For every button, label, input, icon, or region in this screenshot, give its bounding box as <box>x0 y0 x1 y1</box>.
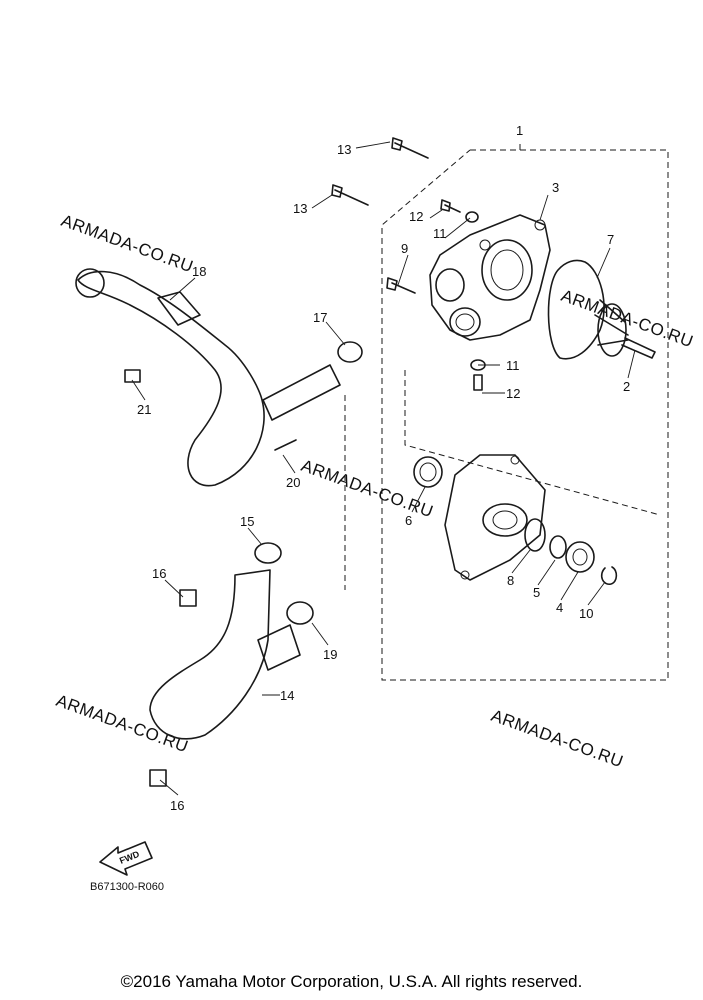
callout-14: 14 <box>280 688 294 703</box>
watermark: ARMADA-CO.RU <box>54 691 191 756</box>
callout-5: 5 <box>533 585 540 600</box>
callout-15: 15 <box>240 514 254 529</box>
lower-pipe <box>149 542 314 787</box>
callout-3: 3 <box>552 180 559 195</box>
watermark: ARMADA-CO.RU <box>489 706 626 771</box>
leader-lines <box>131 141 636 796</box>
callout-2: 2 <box>623 379 630 394</box>
callout-4: 4 <box>556 600 563 615</box>
callouts: 1 13 13 3 12 11 7 9 18 17 11 2 12 21 20 … <box>137 123 630 813</box>
callout-19: 19 <box>323 647 337 662</box>
callout-13: 13 <box>337 142 351 157</box>
pump-housing <box>429 214 551 341</box>
callout-12: 12 <box>506 386 520 401</box>
diagram-code: B671300-R060 <box>90 881 164 893</box>
watermark: ARMADA-CO.RU <box>59 211 196 276</box>
assembly-boundary <box>344 140 669 681</box>
callout-16: 16 <box>170 798 184 813</box>
pump-cover <box>444 454 546 581</box>
callout-11: 11 <box>433 226 447 241</box>
seal <box>413 456 443 488</box>
callout-12: 12 <box>409 209 423 224</box>
callout-8: 8 <box>507 573 514 588</box>
callout-13: 13 <box>293 201 307 216</box>
callout-20: 20 <box>286 475 300 490</box>
callout-18: 18 <box>192 264 206 279</box>
hose-bolts <box>124 369 297 451</box>
copyright-notice: ©2016 Yamaha Motor Corporation, U.S.A. A… <box>120 972 583 991</box>
upper-hose <box>75 268 363 487</box>
callout-9: 9 <box>401 241 408 256</box>
watermark: ARMADA-CO.RU <box>559 286 696 351</box>
small-parts <box>524 518 618 585</box>
watermarks: ARMADA-CO.RU ARMADA-CO.RU ARMADA-CO.RU A… <box>54 211 696 771</box>
fwd-arrow: FWD <box>99 841 153 876</box>
impeller <box>547 259 656 360</box>
callout-21: 21 <box>137 402 151 417</box>
callout-7: 7 <box>607 232 614 247</box>
callout-6: 6 <box>405 513 412 528</box>
bolts <box>331 137 486 391</box>
callout-17: 17 <box>313 310 327 325</box>
callout-10: 10 <box>579 606 593 621</box>
callout-1: 1 <box>516 123 523 138</box>
callout-16: 16 <box>152 566 166 581</box>
callout-11: 11 <box>506 358 520 373</box>
